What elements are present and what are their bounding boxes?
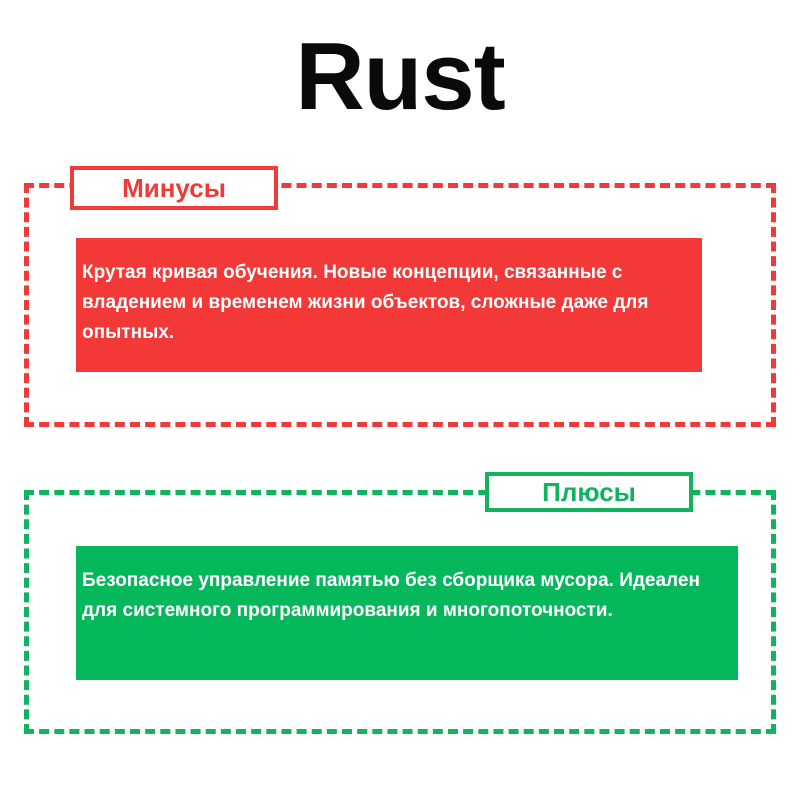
page-title: Rust [295, 23, 505, 130]
cons-frame [24, 183, 776, 427]
pros-text-box: Безопасное управление памятью без сборщи… [76, 546, 738, 680]
cons-text-box: Крутая кривая обучения. Новые концепции,… [76, 238, 702, 372]
pros-label: Плюсы [485, 472, 693, 512]
pros-frame [24, 490, 776, 734]
cons-label: Минусы [70, 166, 278, 210]
